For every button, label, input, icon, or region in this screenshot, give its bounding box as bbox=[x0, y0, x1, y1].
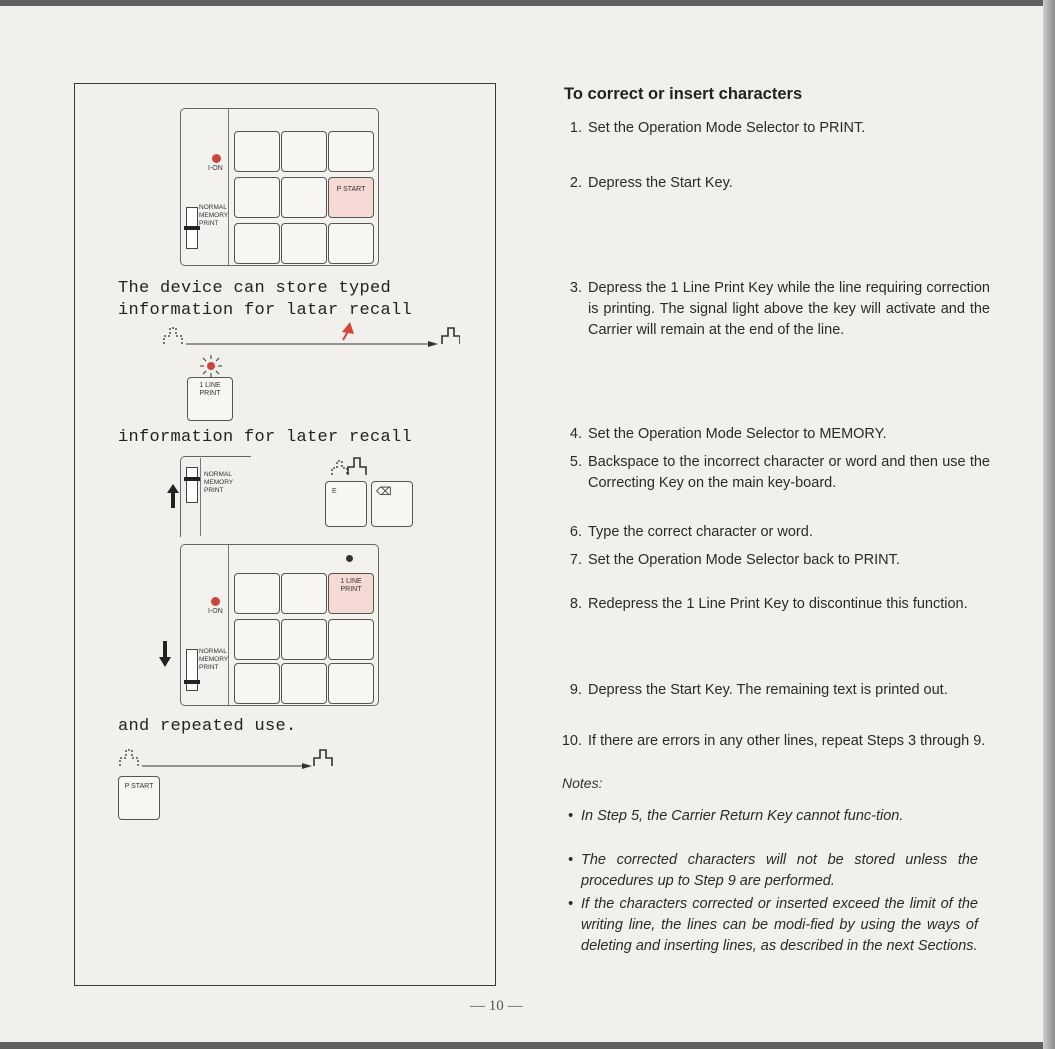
note-2: •The corrected characters will not be st… bbox=[568, 852, 978, 889]
mode-selector-slider bbox=[184, 649, 200, 691]
key bbox=[281, 177, 327, 218]
step-7: 7.Set the Operation Mode Selector back t… bbox=[569, 552, 900, 568]
control-panel-top: I-ON NORMAL MEMORY PRINT P START bbox=[180, 108, 379, 266]
panel-divider bbox=[228, 545, 229, 705]
step-1: 1.Set the Operation Mode Selector to PRI… bbox=[569, 120, 866, 136]
selector-labels: NORMAL MEMORY PRINT bbox=[204, 471, 234, 494]
key bbox=[328, 131, 374, 172]
manual-page bbox=[0, 6, 1043, 1042]
step-10: 10.If there are errors in any other line… bbox=[561, 733, 986, 749]
correcting-key: ⌫ bbox=[371, 481, 413, 527]
step-6: 6.Type the correct character or word. bbox=[569, 524, 813, 540]
key bbox=[281, 223, 327, 264]
key bbox=[281, 619, 327, 660]
selector-panel-small bbox=[180, 456, 251, 537]
start-key: P START bbox=[328, 177, 374, 218]
ion-led bbox=[211, 597, 220, 606]
key bbox=[281, 573, 327, 614]
key bbox=[234, 619, 280, 660]
key bbox=[328, 223, 374, 264]
signal-light-icon bbox=[200, 355, 222, 377]
key bbox=[234, 573, 280, 614]
selector-labels: NORMAL MEMORY PRINT bbox=[199, 648, 229, 671]
illustration-frame bbox=[74, 83, 496, 986]
carrier-movement-diagram bbox=[119, 749, 333, 769]
book-spine bbox=[1043, 0, 1055, 1049]
panel-divider bbox=[228, 109, 229, 265]
start-key: P START bbox=[118, 776, 160, 820]
step-9: 9.Depress the Start Key. The remaining t… bbox=[569, 682, 948, 698]
illustration-text-1: The device can store typed bbox=[118, 279, 392, 298]
key bbox=[234, 177, 280, 218]
page-number: — 10 — bbox=[470, 998, 523, 1014]
illustration-text-2: information for latar recall bbox=[118, 301, 413, 320]
carrier-movement-diagram bbox=[163, 322, 460, 347]
backspace-carrier-icon bbox=[331, 457, 367, 475]
key bbox=[281, 131, 327, 172]
step-3: 3.Depress the 1 Line Print Key while the… bbox=[569, 280, 990, 338]
signal-light bbox=[346, 555, 353, 562]
note-1: •In Step 5, the Carrier Return Key canno… bbox=[568, 808, 904, 824]
section-heading: To correct or insert characters bbox=[564, 85, 803, 103]
ion-label: I-ON bbox=[208, 608, 223, 615]
step-4: 4.Set the Operation Mode Selector to MEM… bbox=[569, 426, 887, 442]
note-3: •If the characters corrected or inserted… bbox=[568, 896, 978, 954]
key bbox=[328, 663, 374, 704]
e-key: E bbox=[325, 481, 367, 527]
step-2: 2.Depress the Start Key. bbox=[569, 175, 733, 191]
illustration-text-4: and repeated use. bbox=[118, 717, 297, 736]
illustration-text-3: information for later recall bbox=[118, 428, 413, 447]
key bbox=[328, 619, 374, 660]
mode-selector-slider bbox=[184, 467, 200, 503]
key bbox=[281, 663, 327, 704]
selector-labels: NORMAL MEMORY PRINT bbox=[199, 204, 229, 227]
key bbox=[234, 131, 280, 172]
step-5: 5.Backspace to the incorrect character o… bbox=[569, 454, 990, 491]
ion-label: I-ON bbox=[208, 165, 223, 172]
key bbox=[234, 223, 280, 264]
ion-led bbox=[212, 154, 221, 163]
arrow-up-icon bbox=[167, 484, 179, 508]
key bbox=[234, 663, 280, 704]
mode-selector-slider bbox=[184, 207, 200, 249]
arrow-down-icon bbox=[159, 641, 171, 667]
step-8: 8.Redepress the 1 Line Print Key to disc… bbox=[569, 596, 968, 612]
notes-title: Notes: bbox=[562, 775, 603, 791]
